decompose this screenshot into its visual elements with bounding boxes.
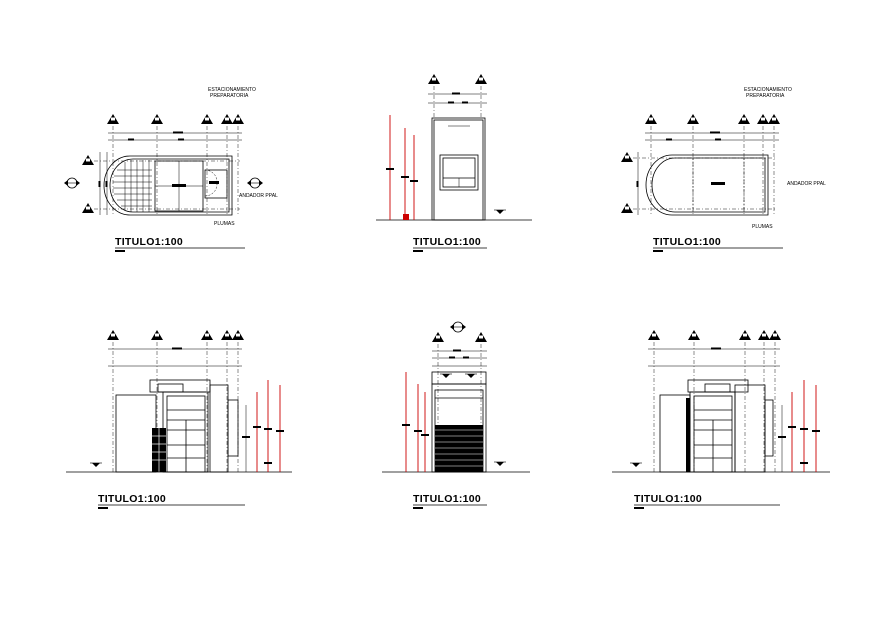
hatch-panel xyxy=(435,425,483,472)
view-title: TITULO1:100 xyxy=(634,493,702,505)
view-title: TITULO1:100 xyxy=(413,236,481,248)
label-plumas: PLUMAS xyxy=(752,224,773,230)
view-title: TITULO1:100 xyxy=(413,493,481,505)
view-side-elevation-1: TITULO1:100 xyxy=(66,330,292,509)
view-title: TITULO1:100 xyxy=(653,236,721,248)
view-title: TITULO1:100 xyxy=(115,236,183,248)
view-title: TITULO1:100 xyxy=(98,493,166,505)
view-plan-2: ESTACIONAMIENTO PREPARATORIA ANDADOR PPA… xyxy=(621,87,826,252)
note-estacionamiento: ESTACIONAMIENTO xyxy=(744,87,792,93)
hatch-panel xyxy=(152,428,166,472)
label-andador-ppal: ANDADOR PPAL xyxy=(239,193,278,199)
axis-markers-top xyxy=(107,114,244,215)
note-preparatoria: PREPARATORIA xyxy=(746,93,785,99)
view-rear-elevation: TITULO1:100 xyxy=(382,321,530,509)
view-front-elevation: TITULO1:100 xyxy=(376,74,532,252)
view-plan-1: ESTACIONAMIENTO PREPARATORIA xyxy=(63,87,278,252)
note-estacionamiento: ESTACIONAMIENTO xyxy=(208,87,256,93)
plan-hatch xyxy=(113,160,152,212)
label-andador-ppal: ANDADOR PPAL xyxy=(787,181,826,187)
note-preparatoria: PREPARATORIA xyxy=(210,93,249,99)
view-side-elevation-2: TITULO1:100 xyxy=(612,330,830,509)
label-plumas: PLUMAS xyxy=(214,221,235,227)
